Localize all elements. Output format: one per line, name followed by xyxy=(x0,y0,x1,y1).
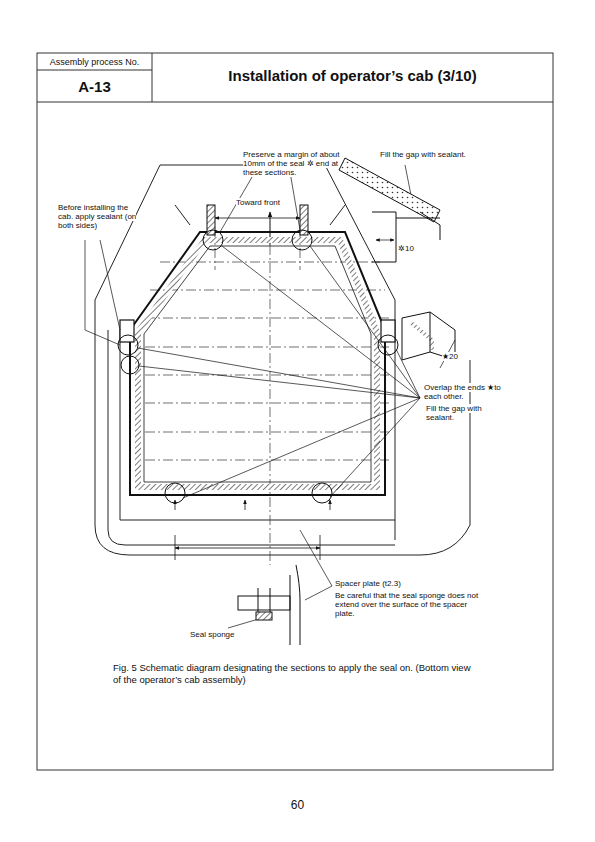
cab-floor xyxy=(130,232,385,495)
center-lines xyxy=(145,318,390,319)
leader-line xyxy=(183,398,420,498)
seal-section-circle xyxy=(118,335,138,355)
process-label-cell: Assembly process No. xyxy=(38,54,151,69)
detail-spacer xyxy=(238,565,300,645)
body-outline xyxy=(175,205,345,225)
text-patch: Preserve a margin of about 10mm of the s… xyxy=(243,150,340,177)
cell-text: Assembly process No. xyxy=(50,57,140,67)
seal-section-circle xyxy=(121,356,139,374)
center-lines xyxy=(145,432,390,433)
text-patch: Spacer plate (t2.3) xyxy=(335,579,401,588)
page-number: 60 xyxy=(280,798,315,812)
part-name: Seal sponge xyxy=(190,630,260,639)
text-patch: 60 xyxy=(291,798,304,812)
page-title: Installation of operator’s cab (3/10) xyxy=(152,67,553,84)
cab-floor xyxy=(138,240,377,487)
note: Fill the gap with sealant. xyxy=(426,404,500,422)
center-lines xyxy=(150,290,385,291)
center-lines xyxy=(145,403,390,404)
page-frame xyxy=(37,53,553,770)
body-outline xyxy=(160,165,395,540)
leader-line xyxy=(330,398,420,497)
detail-top-right xyxy=(396,218,440,219)
page-frame xyxy=(152,53,153,102)
center-lines xyxy=(145,460,390,461)
dimension-line xyxy=(175,535,176,560)
seal-section-circle xyxy=(312,483,332,503)
dimension-line xyxy=(175,548,320,549)
text-patch: Be careful that the seal sponge does not… xyxy=(335,591,478,618)
seal-section-circle xyxy=(292,230,312,250)
leader-line xyxy=(310,246,420,398)
figure-caption: Fig. 5 Schematic diagram designating the… xyxy=(113,662,473,687)
cab-floor xyxy=(120,320,134,342)
page-frame xyxy=(37,102,553,103)
text-patch: Before installing the cab. apply sealant… xyxy=(58,203,136,230)
detail-spacer xyxy=(296,565,300,645)
detail-top-right xyxy=(339,158,440,262)
body-outline xyxy=(108,330,395,545)
part-name: Spacer plate (t2.3) xyxy=(335,579,455,588)
leader-line xyxy=(300,530,332,586)
cab-floor xyxy=(120,205,395,495)
seal-section-circle xyxy=(118,230,398,503)
center-lines xyxy=(270,245,271,565)
dimension-line xyxy=(330,500,331,510)
cab-floor xyxy=(144,246,371,482)
dimension: ★20 xyxy=(442,352,472,361)
detail-top-right xyxy=(372,212,396,262)
leader-line xyxy=(305,586,332,600)
dimension-line xyxy=(175,500,176,510)
center-lines xyxy=(145,375,390,376)
cab-floor xyxy=(381,320,395,342)
text-patch: Fill the gap with sealant. xyxy=(426,404,482,422)
note: Preserve a margin of about 10mm of the s… xyxy=(243,150,355,178)
text-patch: Seal sponge xyxy=(190,630,234,639)
note: Overlap the ends ★to each other. xyxy=(424,383,508,401)
note: Be careful that the seal sponge does not… xyxy=(335,591,485,619)
detail-right xyxy=(430,312,431,352)
dimension-line xyxy=(320,535,321,560)
note: Before installing the cab. apply sealant… xyxy=(58,203,142,231)
leader-line xyxy=(85,165,420,628)
detail-top-right xyxy=(376,240,394,241)
detail-right xyxy=(410,322,432,350)
detail-top-right xyxy=(420,212,440,240)
text-patch: ✲10 xyxy=(398,244,414,253)
direction-label: Toward front xyxy=(236,198,306,207)
detail-spacer xyxy=(256,612,272,620)
page-frame xyxy=(37,53,553,770)
text-patch: Overlap the ends ★to each other. xyxy=(424,383,501,401)
detail-spacer xyxy=(238,596,290,610)
body-outline xyxy=(95,165,470,555)
note: Fill the gap with sealant. xyxy=(380,150,480,159)
body-outline xyxy=(120,330,395,520)
body-outline xyxy=(95,165,470,555)
seal-section-circle xyxy=(378,335,398,355)
seal-section-circle xyxy=(203,230,223,250)
text-patch: Fill the gap with sealant. xyxy=(380,150,466,159)
text-patch: Toward front xyxy=(236,198,280,207)
leader-line xyxy=(100,240,120,330)
page-frame xyxy=(37,70,152,71)
leader-line xyxy=(85,240,120,345)
leader-line xyxy=(138,348,420,398)
leader-line xyxy=(222,246,420,398)
leader-line xyxy=(290,172,300,230)
dimension: ✲10 xyxy=(398,244,428,253)
leader-line xyxy=(139,366,420,398)
text-patch: ★20 xyxy=(442,352,458,361)
dimension-line xyxy=(245,500,246,510)
cell-text: A-13 xyxy=(78,78,111,95)
process-number-cell: A-13 xyxy=(38,71,151,101)
